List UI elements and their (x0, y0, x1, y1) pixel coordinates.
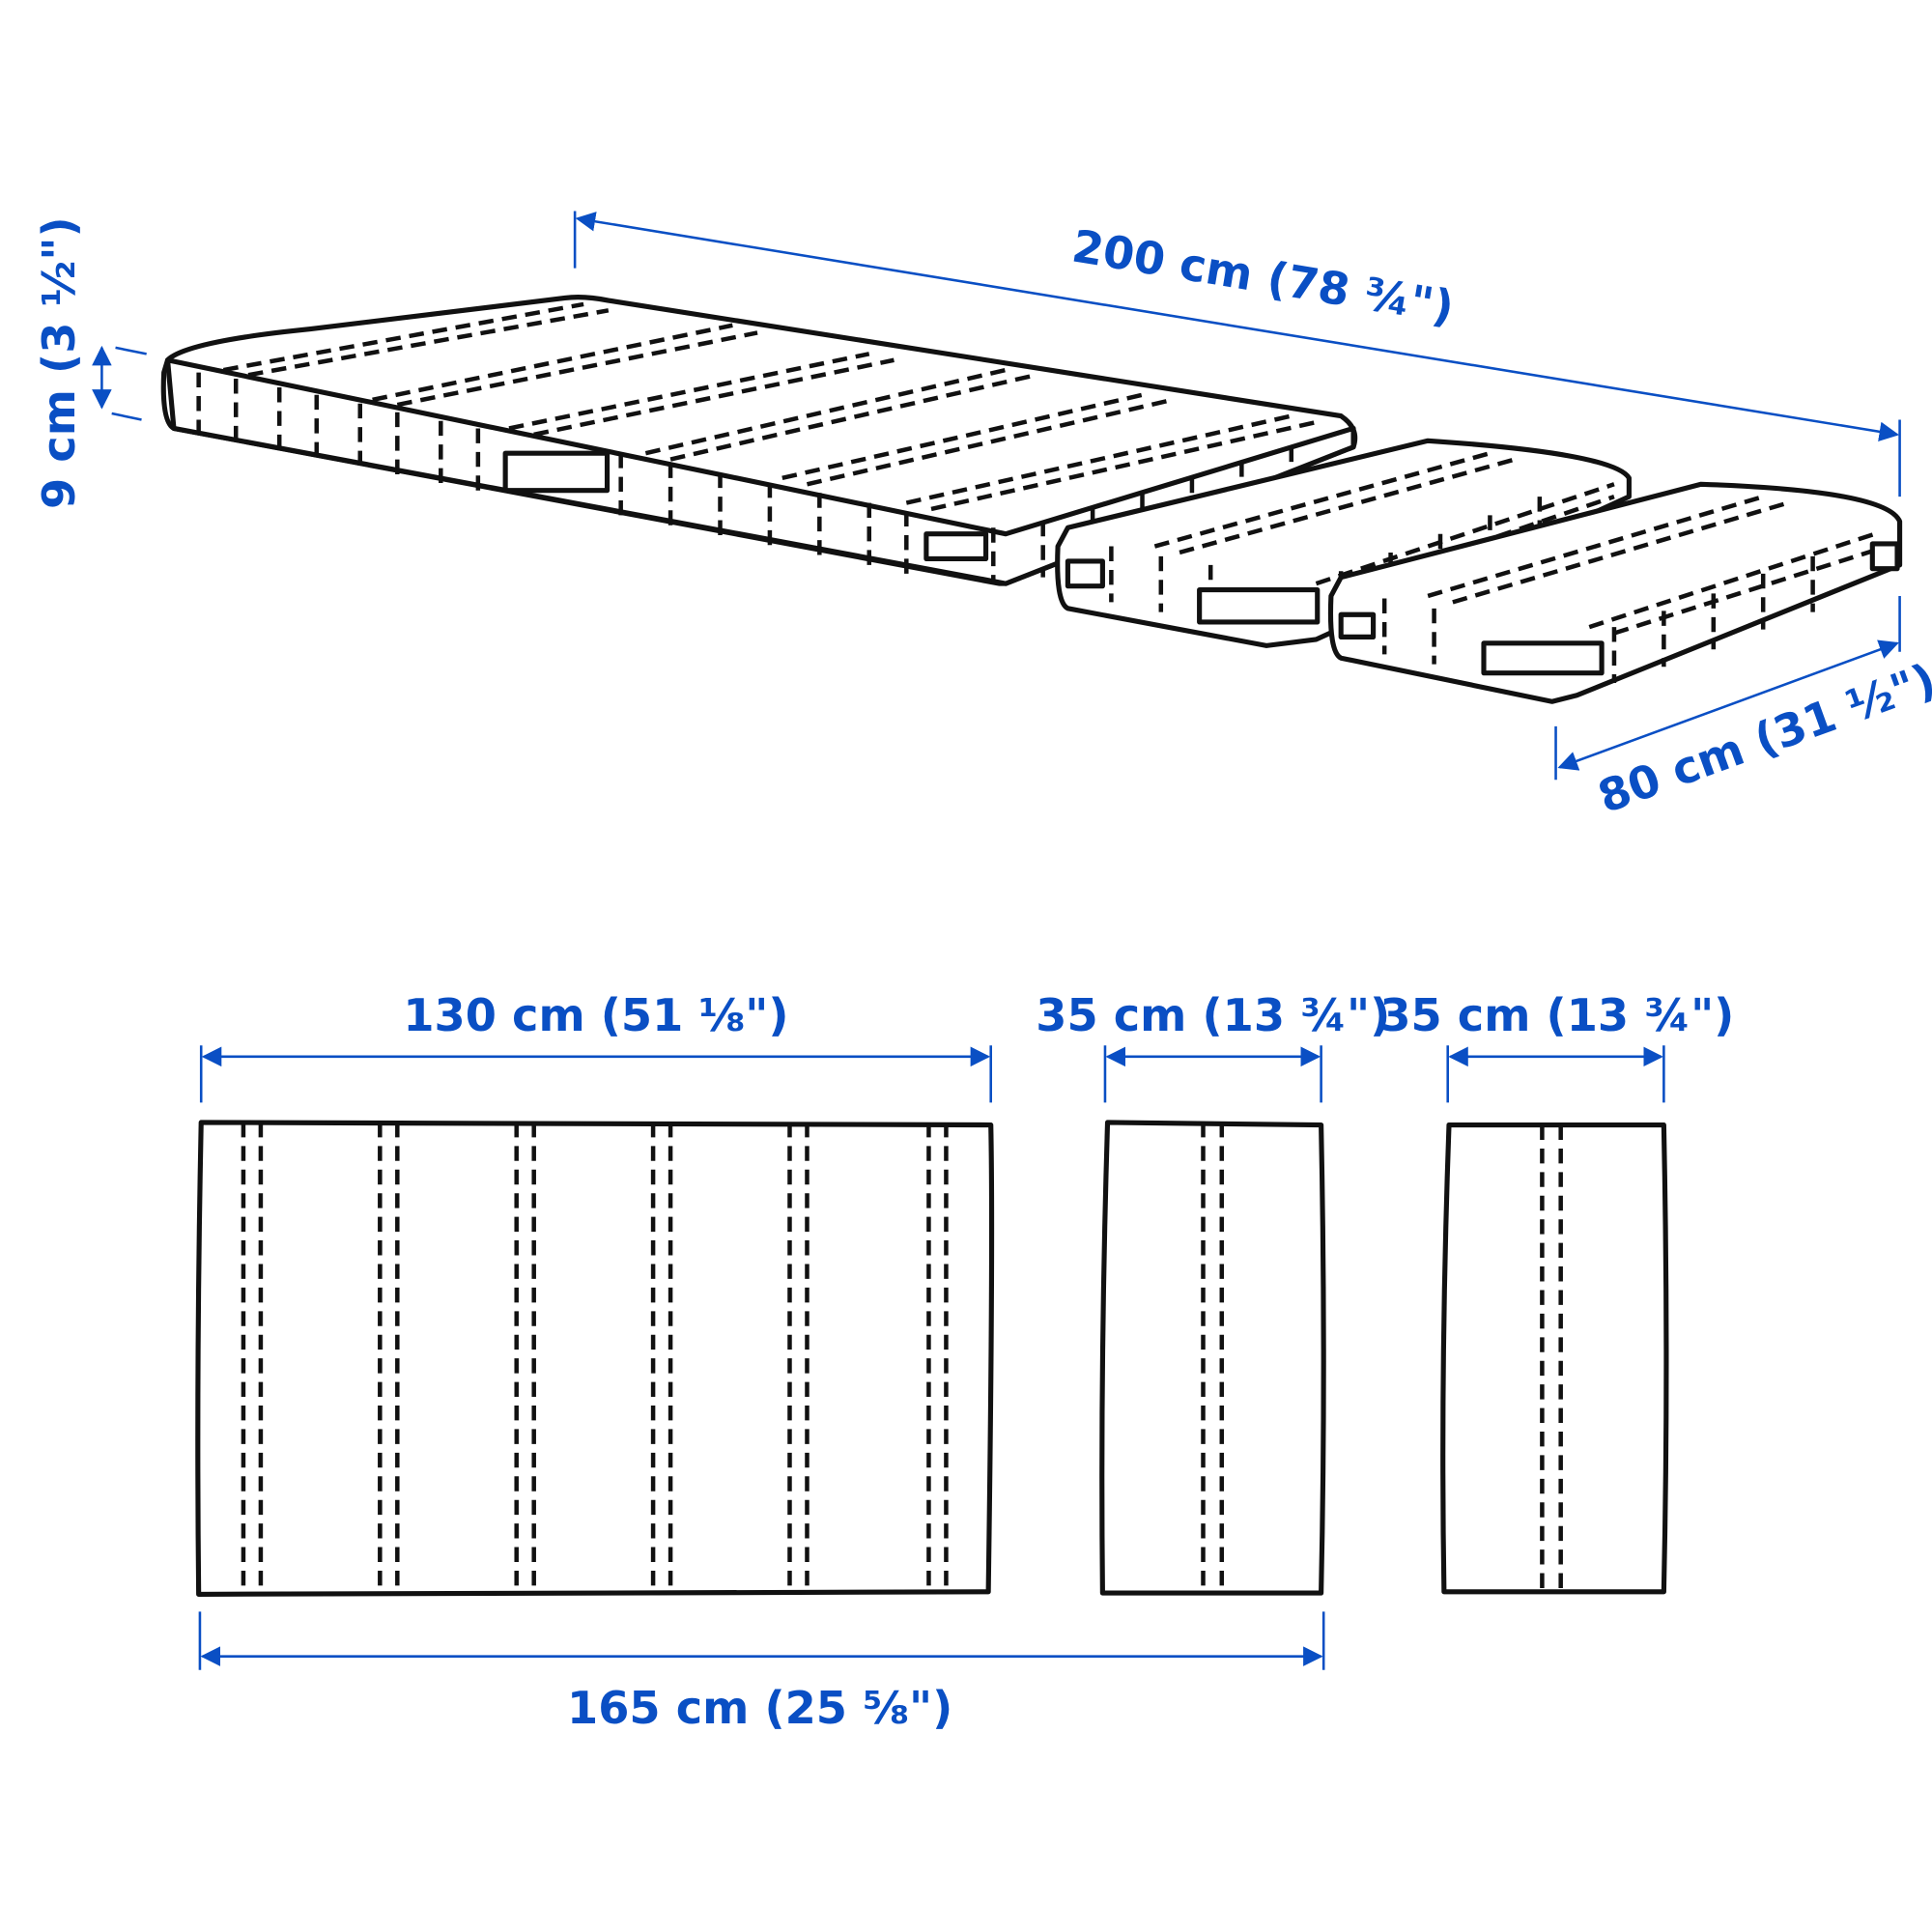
handle-icon (1197, 586, 1321, 625)
mattress-large-section-flat (195, 1120, 995, 1597)
length-label: 200 cm (78 ¾") (1068, 219, 1458, 333)
dimension-section-small-1: 35 cm (13 ¾") (1036, 989, 1390, 1103)
dimension-thickness: 9 cm (3 ½") (33, 216, 147, 509)
folded-total-label: 165 cm (25 ⅝") (567, 1682, 952, 1734)
section-small-2-label: 35 cm (13 ¾") (1379, 989, 1734, 1041)
section-small-1-label: 35 cm (13 ¾") (1036, 989, 1390, 1041)
dimension-section-small-2: 35 cm (13 ¾") (1379, 989, 1734, 1103)
handle-icon (502, 450, 611, 494)
handle-icon (923, 531, 989, 561)
dimension-folded-total: 165 cm (25 ⅝") (198, 1611, 1325, 1734)
mattress-small-section-2-flat (1440, 1122, 1669, 1595)
section-large-label: 130 cm (51 ⅛") (403, 989, 788, 1041)
handle-icon (1481, 640, 1605, 676)
mattress-small-section-2-iso (1327, 481, 1903, 704)
dimension-section-large: 130 cm (51 ⅛") (199, 989, 992, 1103)
mattress-small-section-1-flat (1099, 1120, 1326, 1596)
thickness-label: 9 cm (3 ½") (33, 216, 85, 509)
